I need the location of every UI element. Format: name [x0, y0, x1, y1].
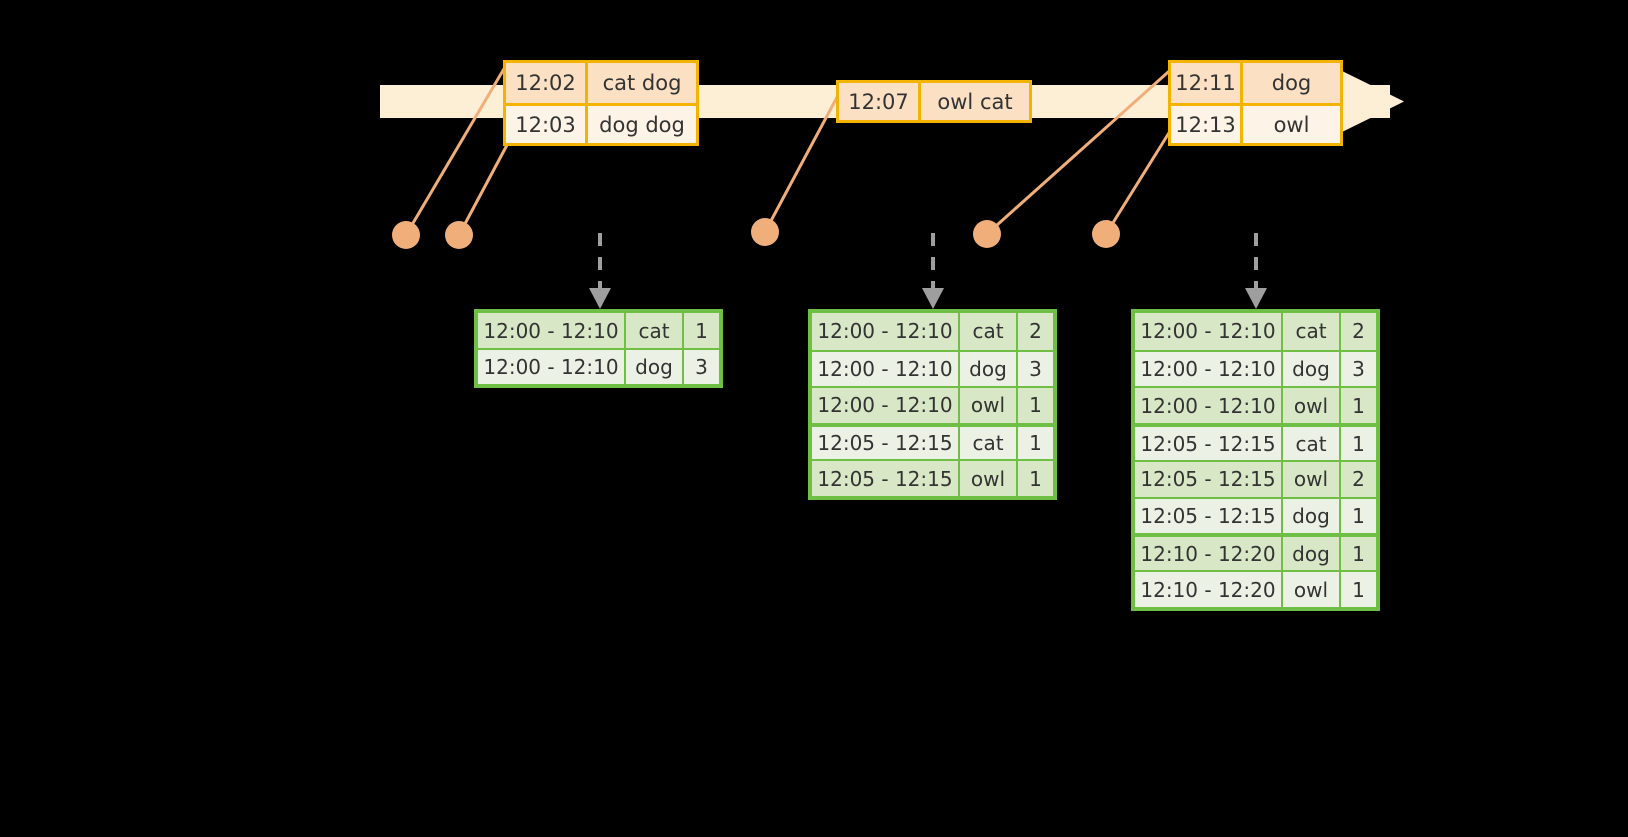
cell-word: cat	[1283, 427, 1341, 460]
cell-word: owl	[1283, 572, 1341, 608]
connector-line-5	[1104, 126, 1174, 236]
cell-count: 1	[1352, 541, 1365, 566]
cell-word: cat	[1283, 313, 1341, 350]
event-row[interactable]: 12:13 owl	[1171, 103, 1340, 143]
cell-word: dog	[1283, 351, 1341, 387]
cell-count: 3	[695, 355, 708, 380]
event-time: 12:03	[506, 106, 588, 143]
event-dot-1	[392, 221, 420, 249]
event-dot-4	[973, 220, 1001, 248]
cell-window: 12:00 - 12:10	[812, 313, 960, 350]
event-row[interactable]: 12:03 dog dog	[506, 103, 696, 143]
result-arrows	[589, 233, 1267, 309]
event-row[interactable]: 12:02 cat dog	[506, 63, 696, 103]
cell-window: 12:00 - 12:10	[1135, 351, 1283, 387]
cell-word: cat	[626, 313, 684, 349]
cell-count: 1	[1352, 431, 1365, 456]
event-words: owl cat	[937, 89, 1013, 114]
cell-word: owl	[960, 461, 1018, 496]
event-time: 12:13	[1171, 106, 1243, 143]
cell-window: 12:05 - 12:15	[812, 461, 960, 496]
event-box-group-2[interactable]: 12:07 owl cat	[836, 80, 1032, 123]
cell-count: 2	[1352, 319, 1365, 344]
event-dot-3	[751, 218, 779, 246]
cell-window: 12:00 - 12:10	[812, 351, 960, 387]
event-words: cat dog	[602, 71, 682, 95]
cell-window: 12:00 - 12:10	[1135, 313, 1283, 350]
cell-word: dog	[1283, 537, 1341, 571]
event-words: owl	[1273, 112, 1310, 137]
event-time: 12:07	[839, 83, 921, 120]
cell-word: dog	[626, 350, 684, 384]
cell-count: 3	[1029, 356, 1042, 381]
event-box-group-1[interactable]: 12:02 cat dog 12:03 dog dog	[503, 60, 699, 146]
event-box-group-3[interactable]: 12:11 dog 12:13 owl	[1168, 60, 1343, 146]
cell-word: owl	[1283, 388, 1341, 424]
cell-word: dog	[1283, 498, 1341, 534]
result-arrow-3	[1245, 233, 1267, 309]
cell-word: owl	[1283, 461, 1341, 497]
event-row[interactable]: 12:07 owl cat	[839, 83, 1029, 120]
cell-count: 1	[1352, 504, 1365, 529]
event-dots	[392, 218, 1120, 249]
event-row[interactable]: 12:11 dog	[1171, 63, 1340, 103]
cell-window: 12:05 - 12:15	[1135, 498, 1283, 534]
event-time: 12:11	[1171, 63, 1243, 103]
cell-window: 12:00 - 12:10	[478, 313, 626, 349]
cell-window: 12:05 - 12:15	[812, 426, 960, 460]
cell-window: 12:10 - 12:20	[1135, 537, 1283, 571]
cell-word: owl	[960, 388, 1018, 423]
cell-word: dog	[960, 351, 1018, 387]
cell-count: 2	[1029, 319, 1042, 344]
connector-line-3	[763, 84, 845, 234]
connector-line-1	[404, 60, 510, 237]
event-words: dog	[1271, 71, 1312, 95]
cell-window: 12:05 - 12:15	[1135, 427, 1283, 460]
cell-count: 1	[1029, 393, 1042, 418]
result-arrow-1	[589, 233, 611, 309]
cell-count: 1	[695, 318, 708, 343]
event-dot-2	[445, 221, 473, 249]
cell-count: 1	[1029, 431, 1042, 456]
cell-window: 12:05 - 12:15	[1135, 461, 1283, 497]
event-dot-5	[1092, 220, 1120, 248]
cell-window: 12:00 - 12:10	[812, 388, 960, 423]
cell-word: cat	[960, 313, 1018, 350]
cell-count: 1	[1352, 577, 1365, 602]
cell-window: 12:10 - 12:20	[1135, 572, 1283, 608]
cell-count: 1	[1029, 466, 1042, 491]
result-arrow-2	[922, 233, 944, 309]
cell-window: 12:00 - 12:10	[478, 350, 626, 384]
cell-count: 1	[1352, 393, 1365, 418]
event-time: 12:02	[506, 63, 588, 103]
event-words: dog dog	[599, 112, 685, 137]
cell-word: cat	[960, 426, 1018, 460]
cell-window: 12:00 - 12:10	[1135, 388, 1283, 424]
cell-count: 3	[1352, 357, 1365, 382]
cell-count: 2	[1352, 467, 1365, 492]
